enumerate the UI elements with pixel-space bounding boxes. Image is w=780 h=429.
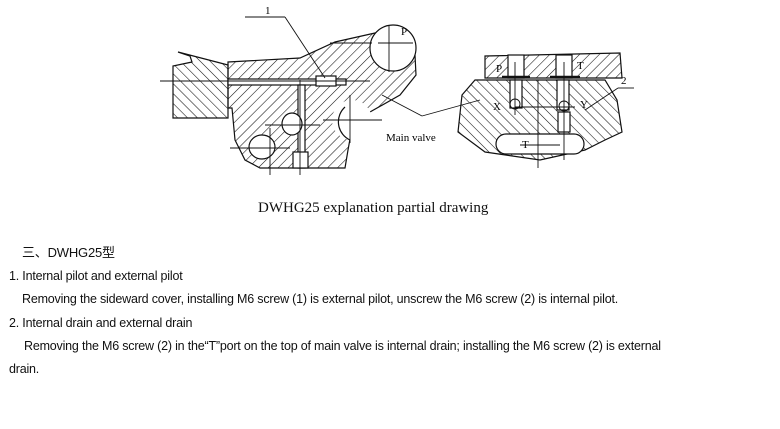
item-1-heading: 1. Internal pilot and external pilot xyxy=(9,269,183,283)
label-p-port-left: P xyxy=(401,26,407,38)
section-title: 三、DWHG25型 xyxy=(22,245,115,260)
item-2-heading: 2. Internal drain and external drain xyxy=(9,316,193,330)
label-x-port: X xyxy=(493,101,501,113)
label-t-port-top: T xyxy=(577,60,584,72)
left-section-view xyxy=(160,16,481,175)
valve-partial-drawing: 1 P P T 2 X Y T Main valve xyxy=(160,5,634,175)
label-p-port-right: P xyxy=(496,63,502,75)
item-1-body: Removing the sideward cover, installing … xyxy=(22,292,618,306)
label-screw-1: 1 xyxy=(265,5,271,17)
label-y-port: Y xyxy=(580,99,588,111)
figure-caption: DWHG25 explanation partial drawing xyxy=(258,200,489,216)
item-2-body: Removing the M6 screw (2) in the“T”port … xyxy=(24,339,661,353)
label-screw-2: 2 xyxy=(621,75,627,87)
right-section-view xyxy=(457,52,634,168)
label-main-valve: Main valve xyxy=(386,132,436,144)
item-2-body-continued: drain. xyxy=(9,362,40,376)
label-t-port-bottom: T xyxy=(522,139,529,151)
